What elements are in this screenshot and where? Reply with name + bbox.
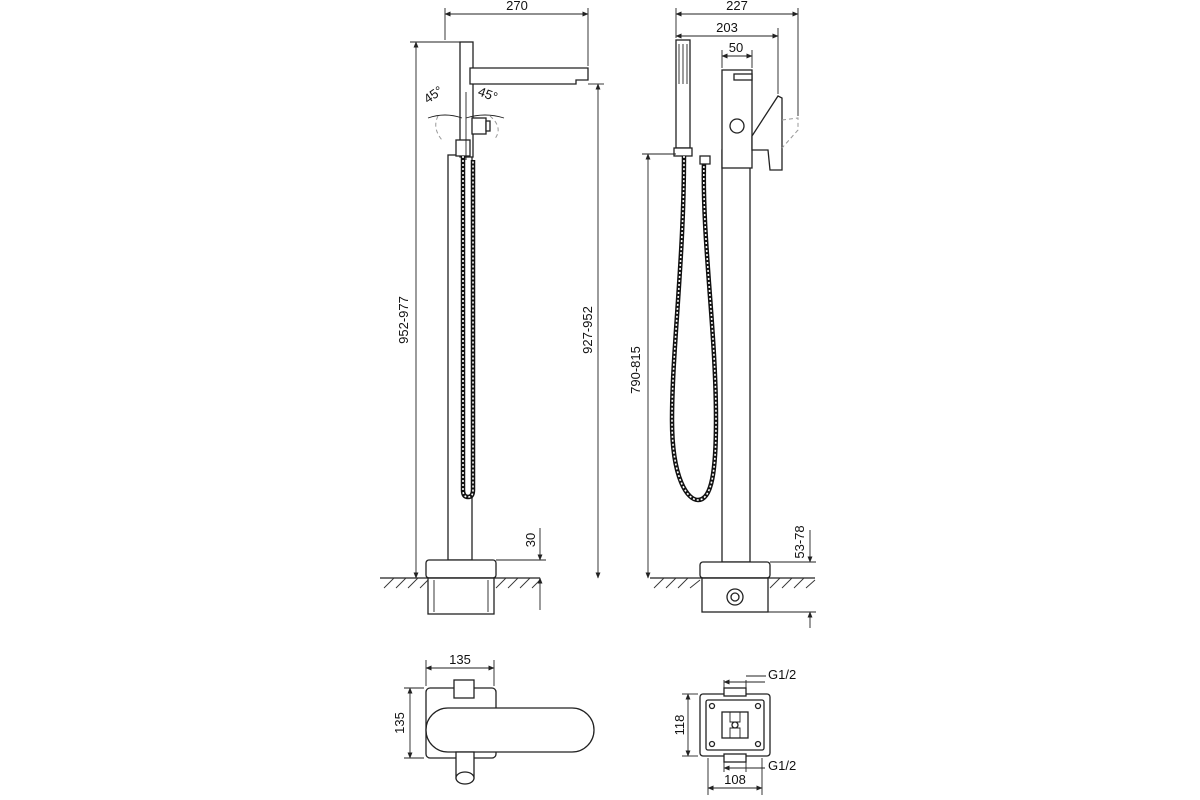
base-connection-top-label: G1/2 xyxy=(768,667,796,682)
side-lever xyxy=(751,95,783,171)
front-spout xyxy=(469,67,589,85)
top-view: 135 135 xyxy=(392,652,595,785)
dim-handshower-height: 790-815 xyxy=(628,346,643,394)
front-base-plate xyxy=(425,559,497,579)
side-view: 227 203 50 790-815 53-78 xyxy=(628,0,816,628)
rotation-arc-right xyxy=(465,114,505,119)
side-column xyxy=(721,149,751,563)
dim-overall-depth: 227 xyxy=(726,0,748,13)
dim-total-height: 952-977 xyxy=(396,296,411,344)
front-floor-box xyxy=(427,577,495,615)
front-column xyxy=(447,154,473,561)
side-knob xyxy=(729,118,745,134)
dim-spout-height: 927-952 xyxy=(580,306,595,354)
side-hose xyxy=(669,155,719,503)
dim-spout-reach: 270 xyxy=(506,0,528,13)
dim-floor-offset: 30 xyxy=(523,533,538,547)
dim-handle-depth: 203 xyxy=(716,20,738,35)
front-knob xyxy=(471,117,487,135)
base-connection-bottom-label: G1/2 xyxy=(768,758,796,773)
dim-floor-range: 53-78 xyxy=(792,525,807,558)
side-base-plate xyxy=(699,561,771,579)
base-connection-bottom xyxy=(723,753,747,763)
base-view: G1/2 G1/2 118 108 xyxy=(672,667,796,795)
dim-top-width: 135 xyxy=(449,652,471,667)
rotation-arc-left xyxy=(427,114,463,119)
dim-body-width: 50 xyxy=(729,40,743,55)
rotation-right-label: 45° xyxy=(476,84,500,105)
dim-top-depth: 135 xyxy=(392,712,407,734)
rotation-left-label: 45° xyxy=(421,83,446,107)
top-lever xyxy=(425,707,595,753)
front-view: 45° 45° 270 952-977 927-952 xyxy=(380,0,604,615)
dim-base-width: 108 xyxy=(724,772,746,787)
front-holder xyxy=(455,139,471,157)
dim-base-height: 118 xyxy=(672,715,687,736)
base-connection-top xyxy=(723,687,747,697)
